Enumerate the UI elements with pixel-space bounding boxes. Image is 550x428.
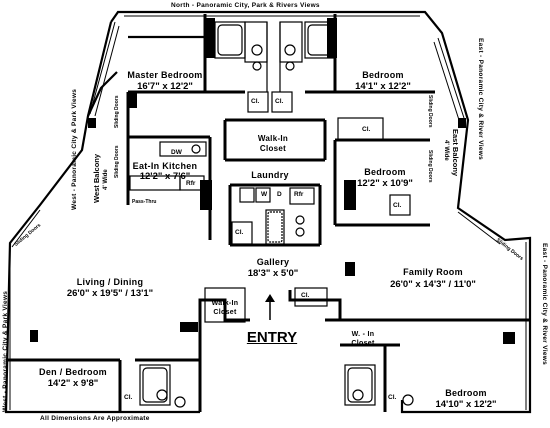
pass-thru-label: Pass-Thru <box>132 199 157 205</box>
window-se <box>457 211 501 245</box>
outer-wall-north <box>110 10 532 414</box>
wall-entry-east <box>288 290 342 322</box>
living-dims: 26'0" x 19'5" / 13'1" <box>66 288 154 299</box>
bedroom-ne-dims: 14'1" x 12'2" <box>355 81 411 92</box>
window-west-1 <box>89 21 116 115</box>
view-north: North - Panoramic City, Park & Rivers Vi… <box>171 2 320 9</box>
bath-den <box>139 364 186 408</box>
closet-label-5: Cl. <box>235 229 244 236</box>
column-family-w <box>345 262 355 276</box>
column-family-e <box>503 332 515 344</box>
laundry-fixtures <box>239 187 315 245</box>
entry-arrow <box>265 294 275 320</box>
living-name: Living / Dining <box>76 277 144 287</box>
closet-label-1: Cl. <box>251 98 260 105</box>
bedroom-se-name: Bedroom <box>445 388 487 398</box>
laundry-name: Laundry <box>251 170 289 180</box>
bath-ne <box>279 21 336 92</box>
closet-label-7: Cl. <box>124 394 133 401</box>
bath-master <box>214 21 268 92</box>
washer-label: W <box>261 191 268 198</box>
sliding-doors-2: Sliding Doors <box>114 145 120 179</box>
kitchen-counters <box>129 141 207 191</box>
east-balcony-name: East Balcony <box>451 129 460 177</box>
bedroom-e-dims: 12'2" x 10'9" <box>357 178 413 189</box>
window-west-2 <box>94 25 120 117</box>
footer-note: All Dimensions Are Approximate <box>40 415 150 422</box>
window-east-2 <box>433 41 460 121</box>
gallery-dims: 18'3" x 5'0" <box>247 268 299 279</box>
column-kitchen-nw <box>128 92 137 108</box>
kitchen-dims: 12'2" x 7'6" <box>139 171 191 182</box>
walkin-closet-entry: Walk-In Closet <box>211 300 239 316</box>
sliding-doors-4: Sliding Doors <box>427 150 433 183</box>
west-balcony-name: West Balcony <box>92 153 101 203</box>
dishwasher-label: DW <box>171 149 182 156</box>
sliding-doors-3: Sliding Doors <box>427 95 433 128</box>
master-bedroom-name: Master Bedroom <box>127 70 203 80</box>
column-kitchen-se <box>200 180 212 210</box>
view-west-upper: West - Panoramic City & Park Views <box>71 88 78 210</box>
column-east-balcony <box>458 118 466 128</box>
closet-label-2: Cl. <box>275 98 284 105</box>
column-master-bath <box>205 18 215 58</box>
family-name: Family Room <box>403 267 463 277</box>
closet-label-4: Cl. <box>393 202 402 209</box>
walkin-closet-top: Walk-In Closet <box>257 134 289 153</box>
bedroom-ne-name: Bedroom <box>362 70 404 80</box>
refrigerator-laundry: Rfr <box>294 191 304 198</box>
column-west-balcony <box>88 118 96 128</box>
bath-se <box>344 364 414 406</box>
window-east-1 <box>437 37 465 119</box>
wall-entry-west <box>198 298 250 412</box>
w-in-closet: W. - In Closet <box>351 331 375 347</box>
view-west-lower: West - Panoramic City & Park Views <box>2 290 9 412</box>
den-dims: 14'2" x 9'8" <box>47 378 99 389</box>
kitchen-name: Eat-In Kitchen <box>132 161 198 171</box>
den-name: Den / Bedroom <box>39 367 107 377</box>
refrigerator-kitchen: Rfr <box>186 180 196 187</box>
gallery-name: Gallery <box>256 257 290 267</box>
column-living-s <box>180 322 198 332</box>
sliding-doors-1: Sliding Doors <box>114 95 120 129</box>
closet-boxes <box>204 91 411 323</box>
closet-label-3: Cl. <box>362 126 371 133</box>
column-den-w <box>30 330 38 342</box>
east-balcony-dims: 4' Wide <box>443 140 449 161</box>
west-balcony-dims: 4' Wide <box>103 169 109 190</box>
family-dims: 26'0" x 14'3" / 11'0" <box>390 279 476 290</box>
bedroom-se-dims: 14'10" x 12'2" <box>435 399 497 410</box>
dryer-label: D <box>277 191 282 198</box>
closet-label-8: Cl. <box>388 394 397 401</box>
entry-label: ENTRY <box>246 329 298 346</box>
closet-label-6: Cl. <box>301 292 310 299</box>
view-east-upper: East - Panoramic City & River Views <box>477 38 484 161</box>
master-bedroom-dims: 16'7" x 12'2" <box>137 81 193 92</box>
bedroom-e-name: Bedroom <box>364 167 406 177</box>
window-sw <box>11 209 41 248</box>
column-bed-e <box>344 180 356 210</box>
view-east-lower: East - Panoramic City & River Views <box>541 243 548 366</box>
